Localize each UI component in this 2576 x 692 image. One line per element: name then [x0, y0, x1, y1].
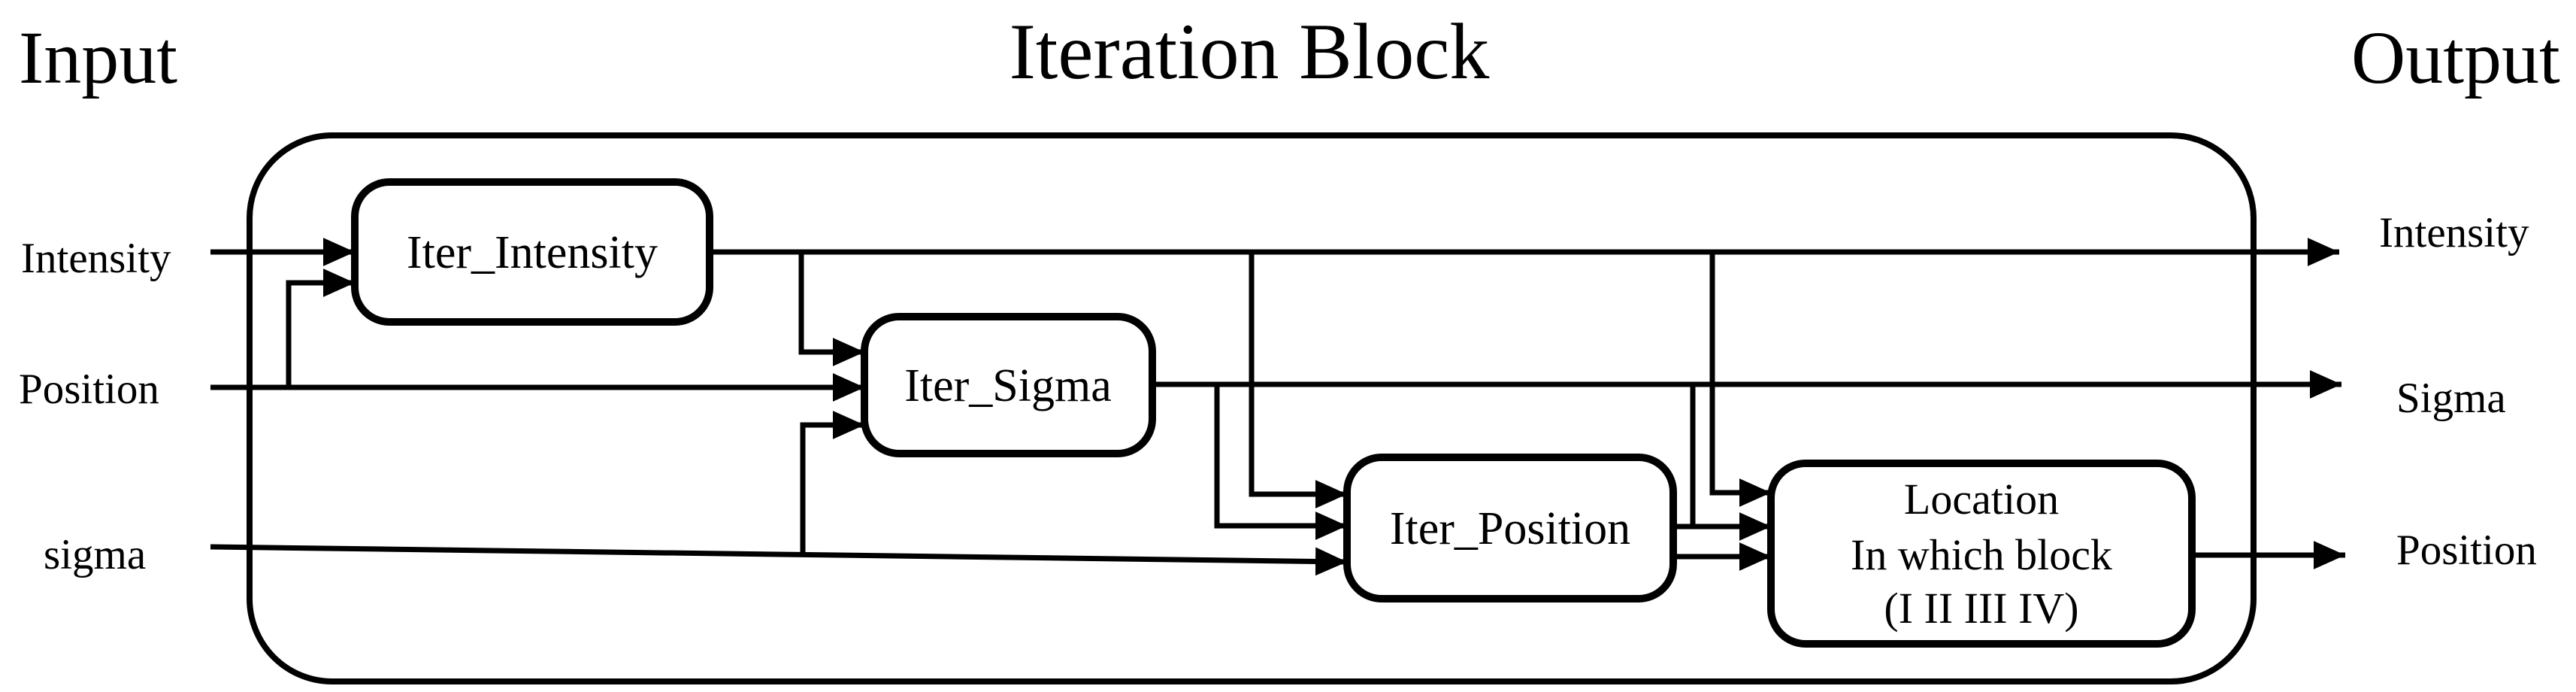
output-label-sigma: Sigma — [2396, 375, 2506, 422]
iter-sigma-label: Iter_Sigma — [904, 360, 1112, 411]
intensity-branch-to-location-arrow — [1709, 252, 1771, 507]
location-label-line1: Location — [1904, 475, 2059, 524]
input-label-intensity: Intensity — [21, 235, 171, 282]
position-branch-to-iter-intensity-arrow — [286, 269, 355, 387]
input-label-sigma: sigma — [44, 531, 146, 578]
sigma-branch-to-iter-position-arrow — [1214, 384, 1347, 540]
input-header-label: Input — [19, 16, 177, 99]
output-header-label: Output — [2351, 16, 2560, 99]
iter-intensity-block — [351, 178, 713, 326]
output-label-position: Position — [2396, 527, 2537, 574]
intensity-branch-to-iter-position-arrow — [1249, 252, 1347, 508]
sigma-input-arrow — [210, 544, 1348, 576]
location-label-line2: In which block — [1851, 530, 2112, 579]
output-label-intensity: Intensity — [2379, 209, 2529, 256]
intensity-branch-to-iter-sigma-arrow — [798, 252, 864, 366]
sigma-branch-to-iter-sigma-arrow — [800, 411, 864, 554]
iter-position-label: Iter_Position — [1390, 503, 1630, 554]
location-block — [1767, 460, 2196, 648]
input-label-position: Position — [19, 366, 159, 413]
iter-intensity-label: Iter_Intensity — [407, 227, 658, 278]
iter-position-block — [1343, 454, 1677, 602]
diagram-title: Iteration Block — [1010, 8, 1490, 96]
location-label-line3: (I II III IV) — [1884, 584, 2078, 633]
iter-sigma-block — [861, 313, 1156, 457]
